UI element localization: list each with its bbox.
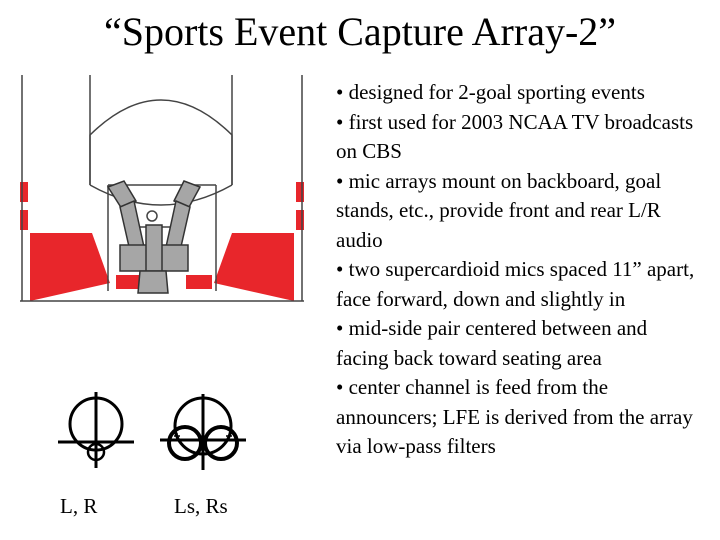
court-diagram [20,75,304,302]
court-corner-left [20,210,28,230]
polar-pattern-front [58,392,134,468]
court-block-left [116,275,144,289]
court-block-right [186,275,212,289]
bullet-item: • center channel is feed from the announ… [336,375,693,458]
slide-title: “Sports Event Capture Array-2” [103,9,617,54]
bullet-item: • designed for 2-goal sporting events [336,80,645,104]
bullet-item: • mic arrays mount on backboard, goal st… [336,168,662,252]
mic-right-body [165,199,191,252]
court-corner-right [296,210,304,230]
court-markings [20,182,304,301]
court-lane-right [214,233,294,301]
mic-mid-side-head [137,270,169,294]
caption-rear: Ls, Rs [174,494,228,518]
mic-left-head [106,180,138,211]
mic-array [106,180,202,294]
polar-pattern-rear [160,394,246,470]
caption-front: L, R [60,494,98,518]
bullet-item: • two supercardioid mics spaced 11” apar… [336,257,695,311]
bullet-item: • mid-side pair centered between and fac… [336,316,648,370]
bullet-list: • designed for 2-goal sporting events • … [336,78,696,462]
mic-mid-side-stem [145,224,163,272]
court-lane-left [30,233,110,301]
court-sideline-right [296,182,304,202]
court-sideline-left [20,182,28,202]
bullet-item: • first used for 2003 NCAA TV broadcasts… [336,109,694,164]
court-lines [20,75,304,302]
mic-left-body [119,199,145,252]
